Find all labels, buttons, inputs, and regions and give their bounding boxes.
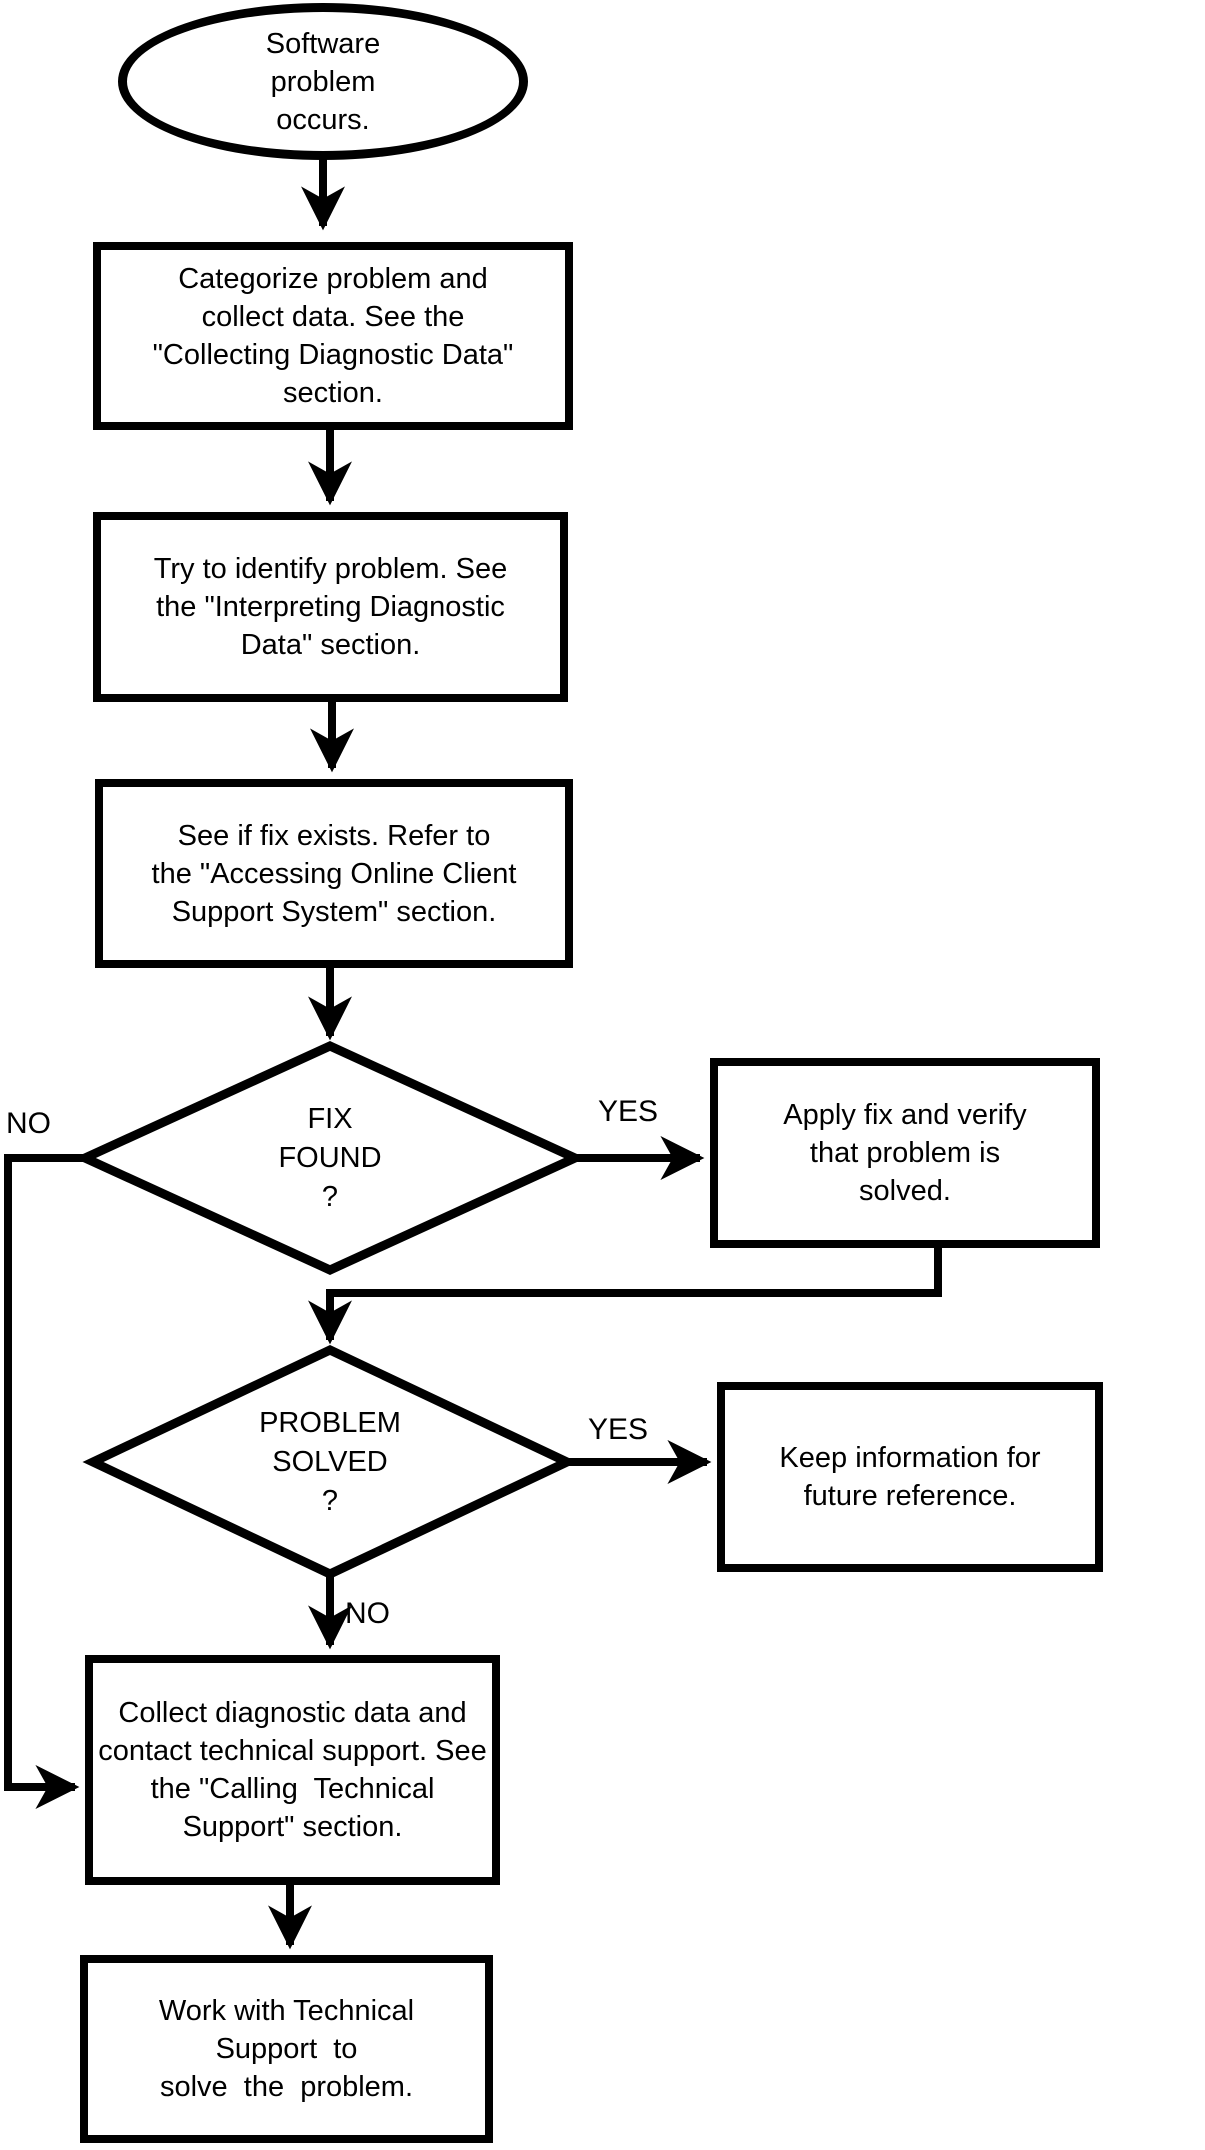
label-fix-found-no: NO	[6, 1107, 51, 1140]
decision-problem-solved-shape	[82, 1345, 578, 1579]
node-text-line: Keep information for	[779, 1442, 1041, 1474]
node-text-line: occurs.	[276, 103, 370, 136]
node-text-line: Work with Technical	[158, 1995, 415, 2027]
node-text-line: Support System" section.	[171, 895, 497, 928]
label-fix-found-yes: YES	[598, 1095, 659, 1128]
node-text-line: ?	[321, 1180, 339, 1213]
node-text-line: Try to identify problem. See	[153, 553, 508, 585]
node-text-line: section.	[283, 377, 383, 409]
process-collect-data-contact-support: Collect diagnostic data and contact tech…	[85, 1655, 500, 1885]
node-text-line: collect data. See the	[201, 301, 465, 333]
label-problem-solved-no: NO	[345, 1597, 390, 1630]
node-text-line: the "Calling Technical	[150, 1773, 435, 1805]
node-text-line: PROBLEM	[259, 1406, 401, 1439]
node-text-line: Data" section.	[240, 629, 421, 661]
node-text-line: Apply fix and verify	[783, 1099, 1027, 1131]
node-text-line: Support to	[215, 2033, 358, 2065]
connector-apply-fix-to-problem-solved	[308, 1248, 942, 1345]
node-text-line: FOUND	[278, 1141, 382, 1174]
node-text-line: Support" section.	[182, 1811, 403, 1843]
process-identify-problem: Try to identify problem. See the "Interp…	[93, 512, 568, 702]
decision-fix-found-shape	[74, 1041, 586, 1275]
process-work-with-support: Work with Technical Support to solve the…	[80, 1955, 493, 2143]
node-text-line: future reference.	[803, 1480, 1017, 1512]
node-text-line: SOLVED	[272, 1445, 388, 1478]
node-text-line: contact technical support. See	[98, 1735, 487, 1767]
node-text-line: FIX	[307, 1102, 353, 1135]
node-text-line: problem	[270, 65, 376, 98]
node-text-line: solve the problem.	[159, 2071, 414, 2103]
terminator-software-problem-occurs: Software problem occurs.	[118, 3, 528, 160]
node-text-line: "Collecting Diagnostic Data"	[152, 339, 514, 371]
node-text-line: the "Accessing Online Client	[151, 857, 517, 890]
node-text-line: Software	[265, 27, 381, 60]
process-apply-fix: Apply fix and verify that problem is sol…	[710, 1058, 1100, 1248]
node-text-line: Categorize problem and	[178, 263, 488, 295]
decision-problem-solved-text: PROBLEM SOLVED ?	[93, 1350, 567, 1574]
process-see-if-fix-exists: See if fix exists. Refer to the "Accessi…	[95, 779, 573, 968]
process-keep-information: Keep information for future reference.	[717, 1382, 1103, 1572]
node-text-line: Collect diagnostic data and	[118, 1697, 467, 1729]
node-text-line: that problem is	[809, 1137, 1001, 1169]
decision-fix-found-text: FIX FOUND ?	[85, 1046, 575, 1270]
process-categorize-problem: Categorize problem and collect data. See…	[93, 242, 573, 430]
connector-fix-found-no-to-collect-contact	[4, 1154, 85, 1809]
node-text-line: ?	[321, 1484, 339, 1517]
node-text-line: the "Interpreting Diagnostic	[156, 591, 505, 623]
node-text-line: solved.	[859, 1175, 951, 1207]
node-text-line: See if fix exists. Refer to	[177, 819, 491, 852]
label-problem-solved-yes: YES	[588, 1413, 649, 1446]
